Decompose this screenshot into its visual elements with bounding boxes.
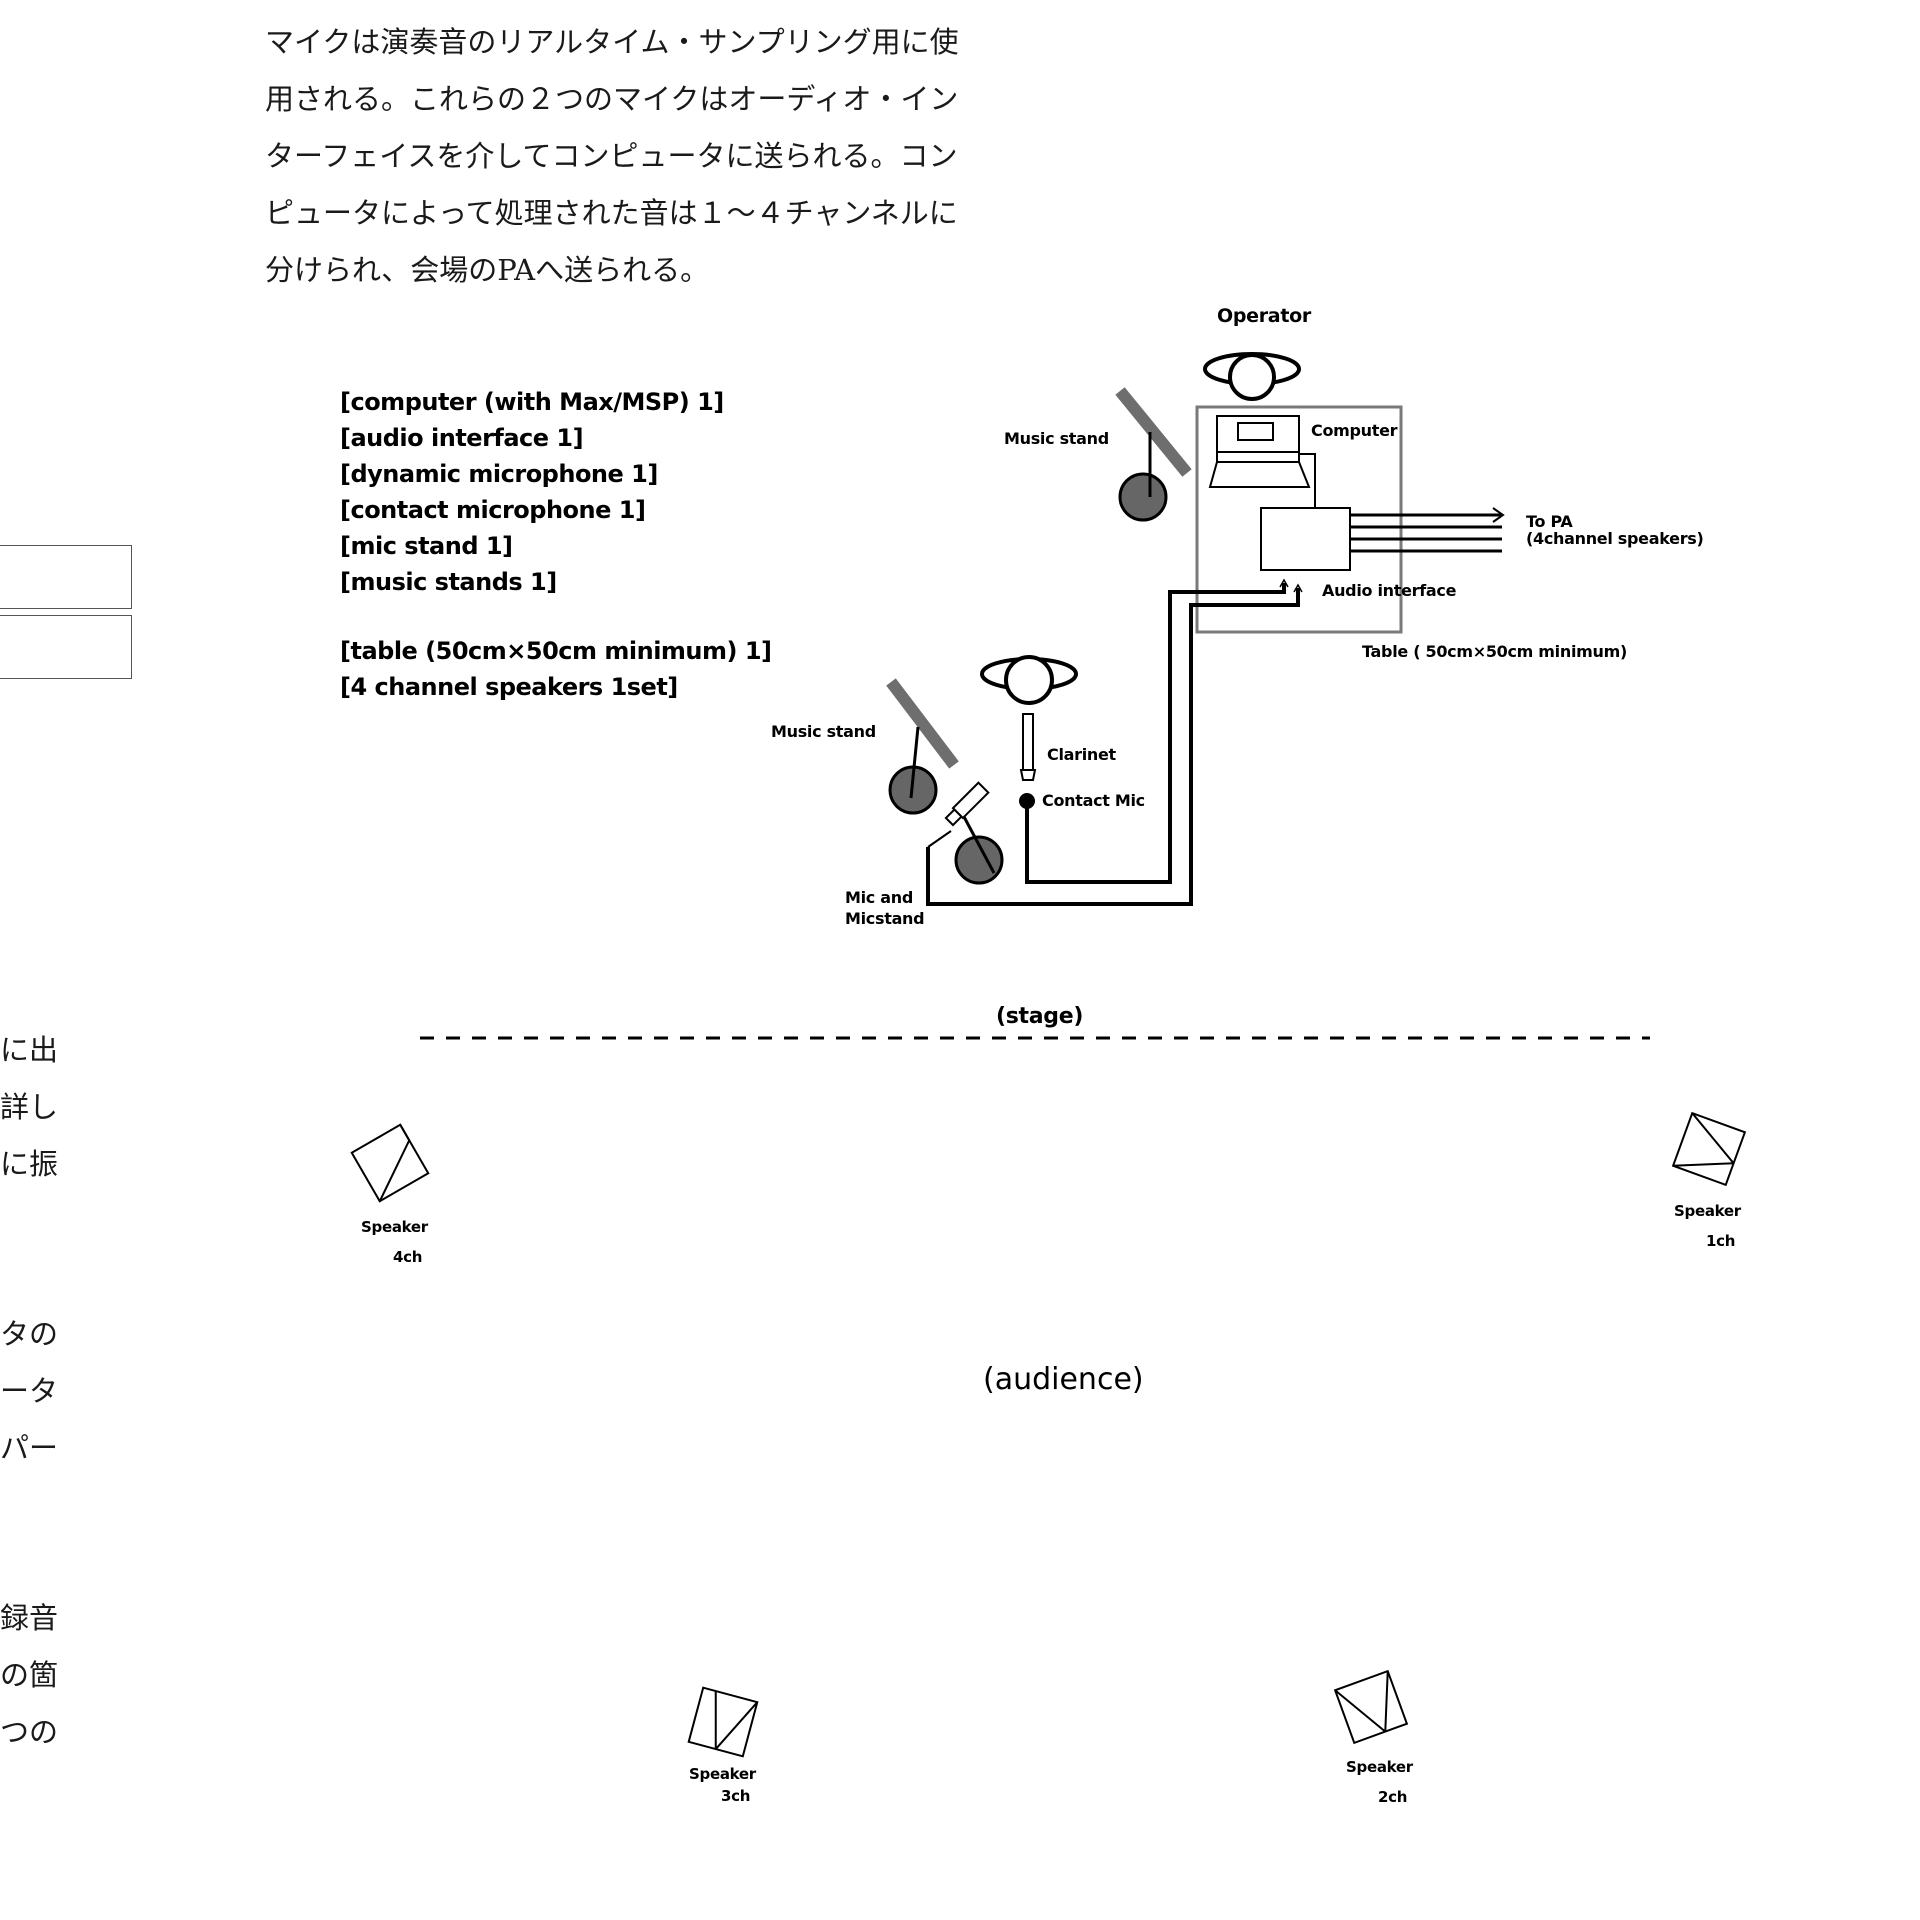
intro-line: マイクは演奏音のリアルタイム・サンプリング用に使 [265, 25, 959, 59]
intro-paragraph: マイクは演奏音のリアルタイム・サンプリング用に使 用される。これらの２つのマイク… [265, 20, 985, 305]
speaker-2ch-icon [1333, 1669, 1409, 1745]
speaker-name: Speaker [689, 1765, 756, 1783]
speaker-2ch-label: Speaker 2ch [1346, 1752, 1413, 1812]
audio-interface-label: Audio interface [1322, 581, 1457, 600]
side-fragment-group: に出 詳し に振 [0, 1022, 60, 1193]
speaker-channel: 1ch [1706, 1232, 1736, 1250]
left-edge-box [0, 545, 132, 609]
side-fragment: の箇 [0, 1658, 59, 1692]
to-pa-label: To PA (4channel speakers) [1526, 512, 1704, 548]
speaker-3ch-label: Speaker 3ch [689, 1763, 756, 1807]
equipment-item: [dynamic microphone 1] [340, 460, 658, 488]
intro-line: ピュータによって処理された音は１〜４チャンネルに [265, 196, 958, 230]
music-stand-left-label: Music stand [771, 722, 876, 741]
mic-cables [926, 583, 1300, 906]
music-stand-top-icon [1115, 387, 1192, 522]
left-edge-box [0, 615, 132, 679]
intro-line: ターフェイスを介してコンピュータに送られる。コン [265, 139, 958, 173]
stage-label: (stage) [996, 1004, 1084, 1029]
speaker-name: Speaker [1346, 1758, 1413, 1776]
speaker-name: Speaker [1674, 1202, 1741, 1220]
audio-interface-box [1260, 507, 1351, 571]
clarinet-icon [1019, 713, 1037, 809]
side-fragment-group: タの ータ パー [0, 1306, 60, 1477]
pa-output-lines [1350, 507, 1505, 553]
music-stand-top-label: Music stand [1004, 429, 1109, 448]
computer-icon [1208, 415, 1316, 508]
speaker-3ch-icon [687, 1686, 759, 1758]
speaker-4ch-icon [350, 1123, 430, 1203]
equipment-item: [computer (with Max/MSP) 1] [340, 388, 724, 416]
contact-mic-label: Contact Mic [1042, 791, 1145, 810]
intro-line: 分けられ、会場のPAへ送られる。 [265, 253, 710, 287]
mic-label-line: Mic and [845, 888, 914, 907]
side-fragment-group: 録音 の箇 つの [0, 1590, 60, 1761]
equipment-list: [computer (with Max/MSP) 1] [audio inter… [340, 384, 772, 705]
mic-and-micstand-label: Mic and Micstand [845, 887, 925, 929]
equipment-item: [table (50cm×50cm minimum) 1] [340, 637, 772, 665]
clarinet-label: Clarinet [1047, 745, 1116, 764]
equipment-item: [4 channel speakers 1set] [340, 673, 678, 701]
speaker-name: Speaker [361, 1218, 428, 1236]
side-fragment: 録音 [0, 1601, 59, 1635]
equipment-item: [audio interface 1] [340, 424, 584, 452]
mic-and-micstand-icon [927, 781, 1004, 885]
equipment-item: [mic stand 1] [340, 532, 513, 560]
clarinet-player-figure [980, 655, 1078, 705]
speaker-channel: 4ch [393, 1248, 423, 1266]
intro-line: 用される。これらの２つのマイクはオーディオ・イン [265, 82, 959, 116]
operator-label: Operator [1217, 305, 1311, 327]
to-pa-line: (4channel speakers) [1526, 529, 1704, 548]
side-fragment: 詳し [0, 1090, 59, 1124]
side-fragment: に振 [0, 1147, 59, 1181]
speaker-1ch-label: Speaker 1ch [1674, 1196, 1741, 1256]
mic-label-line: Micstand [845, 909, 925, 928]
music-stand-left-icon [886, 678, 959, 815]
side-fragment: つの [0, 1715, 59, 1749]
audience-label: (audience) [983, 1362, 1144, 1397]
speaker-1ch-icon [1671, 1111, 1747, 1187]
operator-figure [1203, 352, 1301, 401]
side-fragment: タの [0, 1317, 59, 1351]
side-fragment: ータ [0, 1374, 59, 1408]
equipment-item: [contact microphone 1] [340, 496, 646, 524]
side-fragment: に出 [0, 1033, 59, 1067]
table-label: Table ( 50cm×50cm minimum) [1362, 642, 1627, 661]
to-pa-line: To PA [1526, 512, 1573, 531]
speaker-channel: 2ch [1378, 1788, 1408, 1806]
equipment-item: [music stands 1] [340, 568, 557, 596]
speaker-4ch-label: Speaker 4ch [361, 1212, 428, 1272]
table-outline [1195, 405, 1403, 634]
side-fragment: パー [0, 1431, 59, 1465]
speaker-channel: 3ch [721, 1787, 751, 1805]
computer-label: Computer [1311, 421, 1398, 440]
